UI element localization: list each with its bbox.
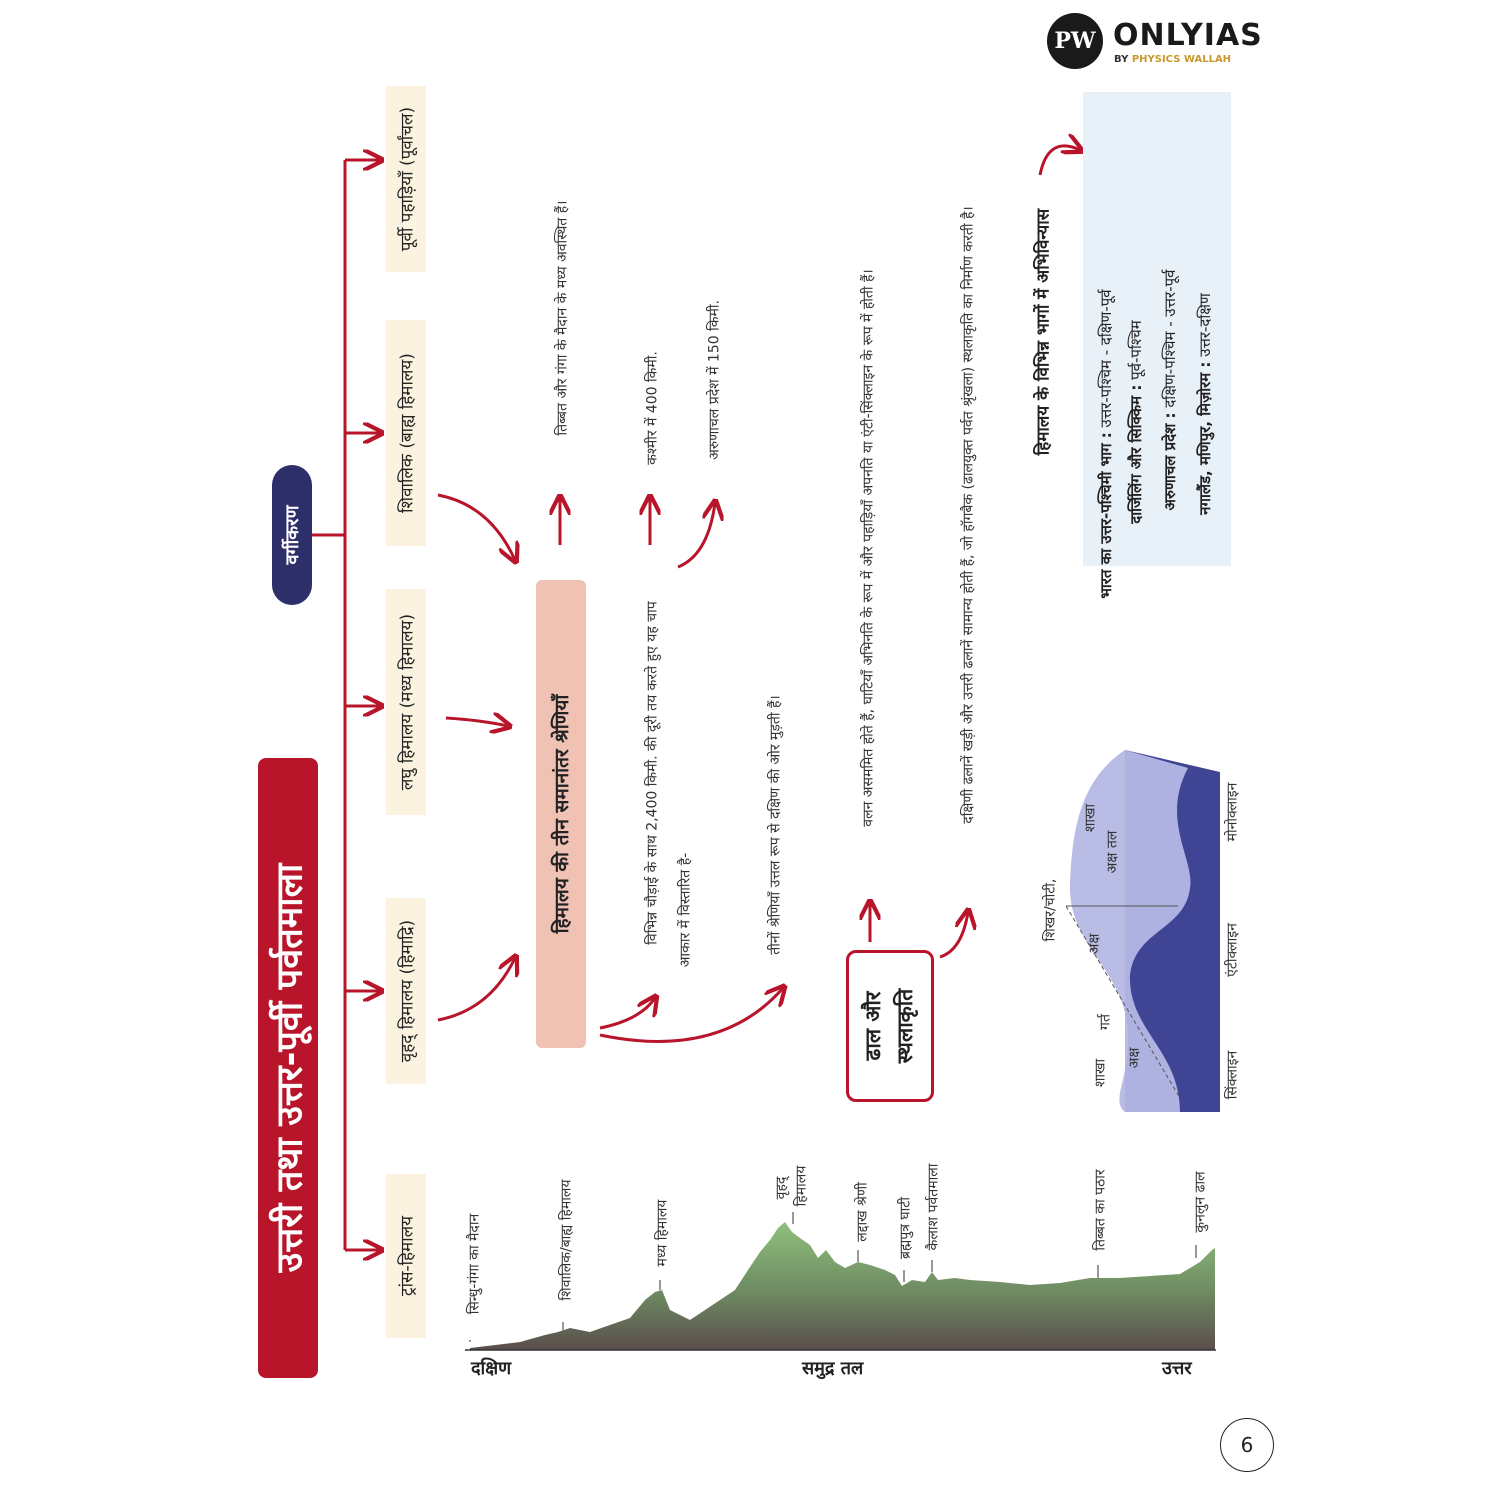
brand-physics-wallah: PHYSICS WALLAH [1131,54,1232,65]
classification-badge: वर्गीकरण [272,465,312,605]
profile-ladakh-label: लद्दाख श्रेणी [854,1182,871,1242]
flow-arrows [437,146,1080,1043]
profile-shiwalik-label: शिवालिक/बाह्य हिमालय [558,1179,575,1301]
profile-middle-label: मध्य हिमालय [654,1199,671,1267]
range-lesser-himalaya: लघु हिमालय (मध्य हिमालय) [386,589,426,815]
orientation-info-box: भारत का उत्तर-पश्चिमी भाग : उत्तर-पश्चिम… [1083,92,1231,599]
brand-by: BY [1114,54,1129,65]
profile-terrain [470,1222,1215,1350]
profile-sea-level-label: समुद्र तल [802,1358,864,1379]
range-greater-himalaya: वृहद् हिमालय (हिमाद्रि) [386,898,426,1084]
profile-south-label: दक्षिण [471,1358,512,1379]
brand-subtitle: BY PHYSICS WALLAH [1114,54,1231,65]
profile-indus-ganga-label: सिन्धु-गंगा का मैदान [466,1213,483,1315]
range-shiwalik: शिवालिक (बाह्य हिमालय) [386,320,426,546]
profile-greater-label-1: वृहद् [773,1176,790,1200]
range-trans-himalaya: ट्रांस-हिमालय [386,1174,426,1338]
profile-kailash-label: कैलाश पर्वतमाला [925,1163,942,1251]
slope-topography-box: ढाल और स्थलाकृति [846,950,934,1102]
range-eastern-hills: पूर्वी पहाड़ियाँ (पूर्वांचल) [386,86,426,272]
profile-tibet-label: तिब्बत का पठार [1092,1169,1109,1251]
parallel-ranges-box: हिमालय की तीन समानांतर श्रेणियाँ [536,580,586,1048]
page-title: उत्तरी तथा उत्तर-पूर्वी पर्वतमाला [258,758,318,1378]
pw-logo-mark: PW [1054,28,1096,54]
profile-north-label: उत्तर [1162,1358,1192,1379]
profile-brahmaputra-label: ब्रह्मपुत्र घाटी [897,1197,914,1259]
pw-logo: PW [1047,13,1103,69]
page-number: 6 [1220,1418,1274,1472]
profile-kunlun-label: कुनलुन ढाल [1192,1171,1209,1233]
classification-tree [312,160,380,1250]
profile-greater-label-2: हिमालय [793,1165,810,1207]
brand-name: ONLYIAS [1113,18,1263,53]
